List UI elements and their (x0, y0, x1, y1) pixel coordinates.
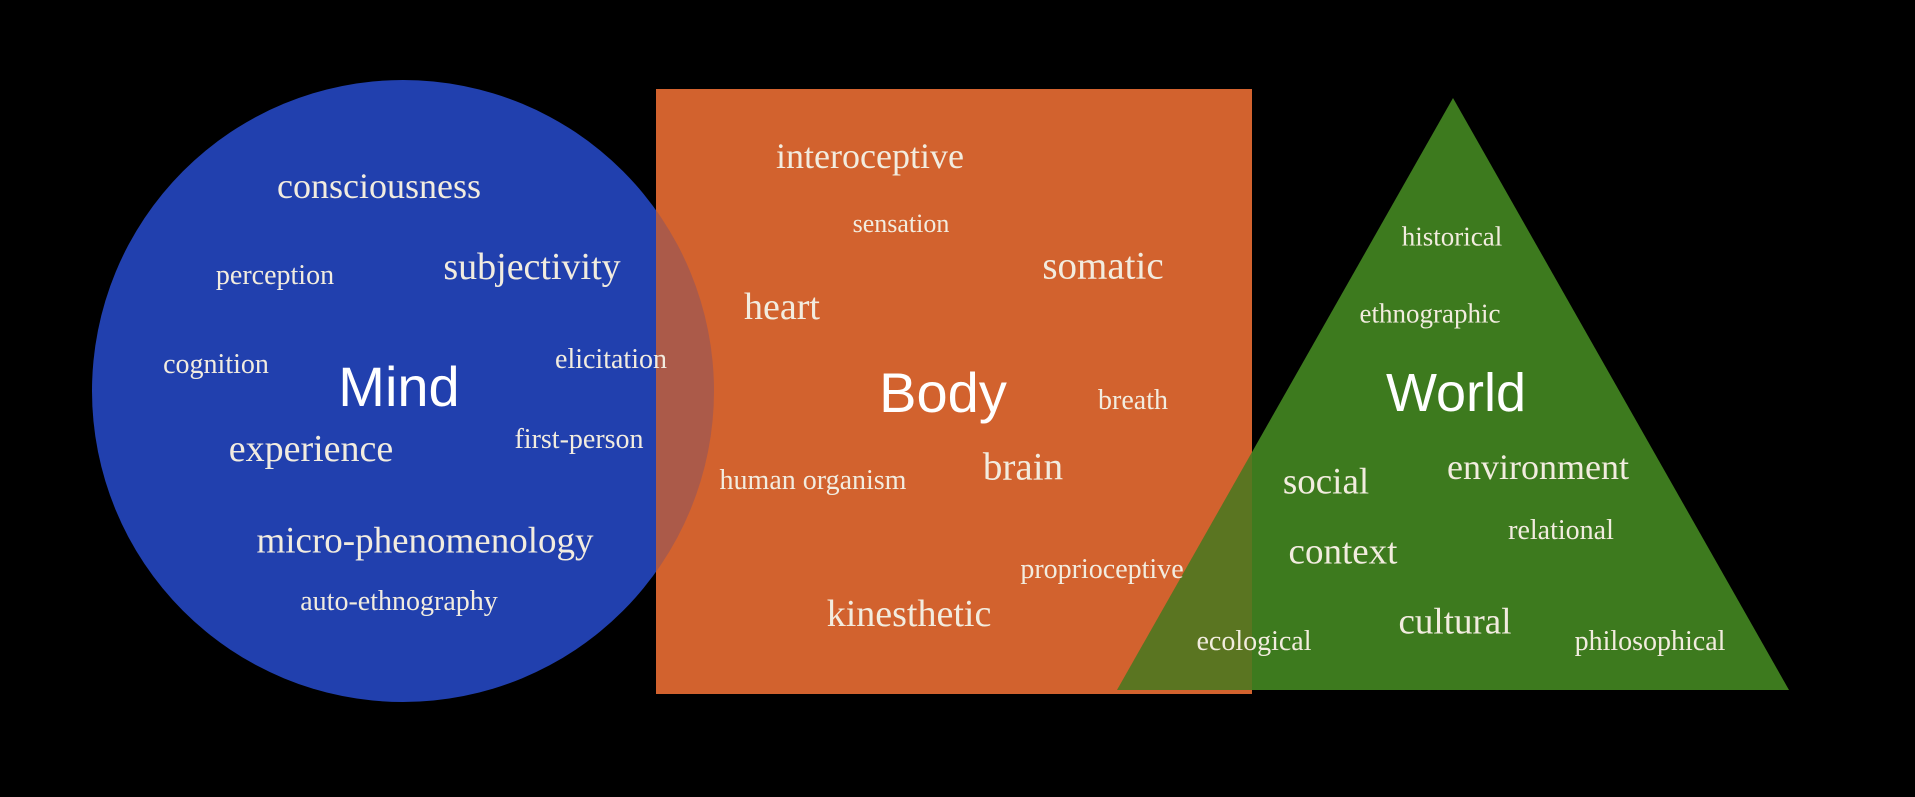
body-keyword-sensation: sensation (852, 209, 950, 238)
world-keyword-philosophical: philosophical (1574, 626, 1726, 657)
world-keyword-social: social (1282, 461, 1370, 503)
body-keyword-brain: brain (982, 445, 1064, 489)
mind-circle-shape (92, 80, 714, 702)
body-keyword-somatic: somatic (1042, 244, 1164, 288)
mind-keyword-micro-phenomenology: micro-phenomenology (256, 520, 594, 562)
world-keyword-ethnographic: ethnographic (1359, 298, 1501, 329)
mind-keyword-elicitation: elicitation (555, 344, 667, 375)
body-keyword-kinesthetic: kinesthetic (826, 593, 992, 635)
world-keyword-relational: relational (1508, 515, 1614, 546)
mind-keyword-experience: experience (228, 428, 394, 470)
mind-keyword-perception: perception (215, 260, 335, 291)
body-keyword-breath: breath (1098, 385, 1168, 416)
mind-label: Mind (338, 355, 460, 418)
body-keyword-heart: heart (744, 286, 820, 328)
body-keyword-interoceptive: interoceptive (776, 136, 964, 176)
world-keyword-context: context (1288, 531, 1398, 573)
world-keyword-environment: environment (1447, 447, 1629, 487)
mind-keyword-cognition: cognition (163, 349, 269, 380)
world-keyword-ecological: ecological (1196, 626, 1312, 657)
mind-keyword-subjectivity: subjectivity (443, 246, 621, 288)
mind-keyword-auto-ethnography: auto-ethnography (300, 586, 498, 617)
world-keyword-historical: historical (1401, 221, 1503, 252)
body-keyword-proprioceptive: proprioceptive (1020, 554, 1184, 585)
mind-keyword-first-person: first-person (514, 424, 644, 455)
world-keyword-cultural: cultural (1398, 601, 1512, 643)
body-keyword-human-organism: human organism (719, 465, 907, 496)
mind-keyword-consciousness: consciousness (277, 166, 481, 206)
body-square-shape (656, 89, 1252, 694)
circle-square-overlap (656, 89, 714, 694)
body-label: Body (879, 361, 1007, 424)
world-label: World (1385, 363, 1527, 423)
